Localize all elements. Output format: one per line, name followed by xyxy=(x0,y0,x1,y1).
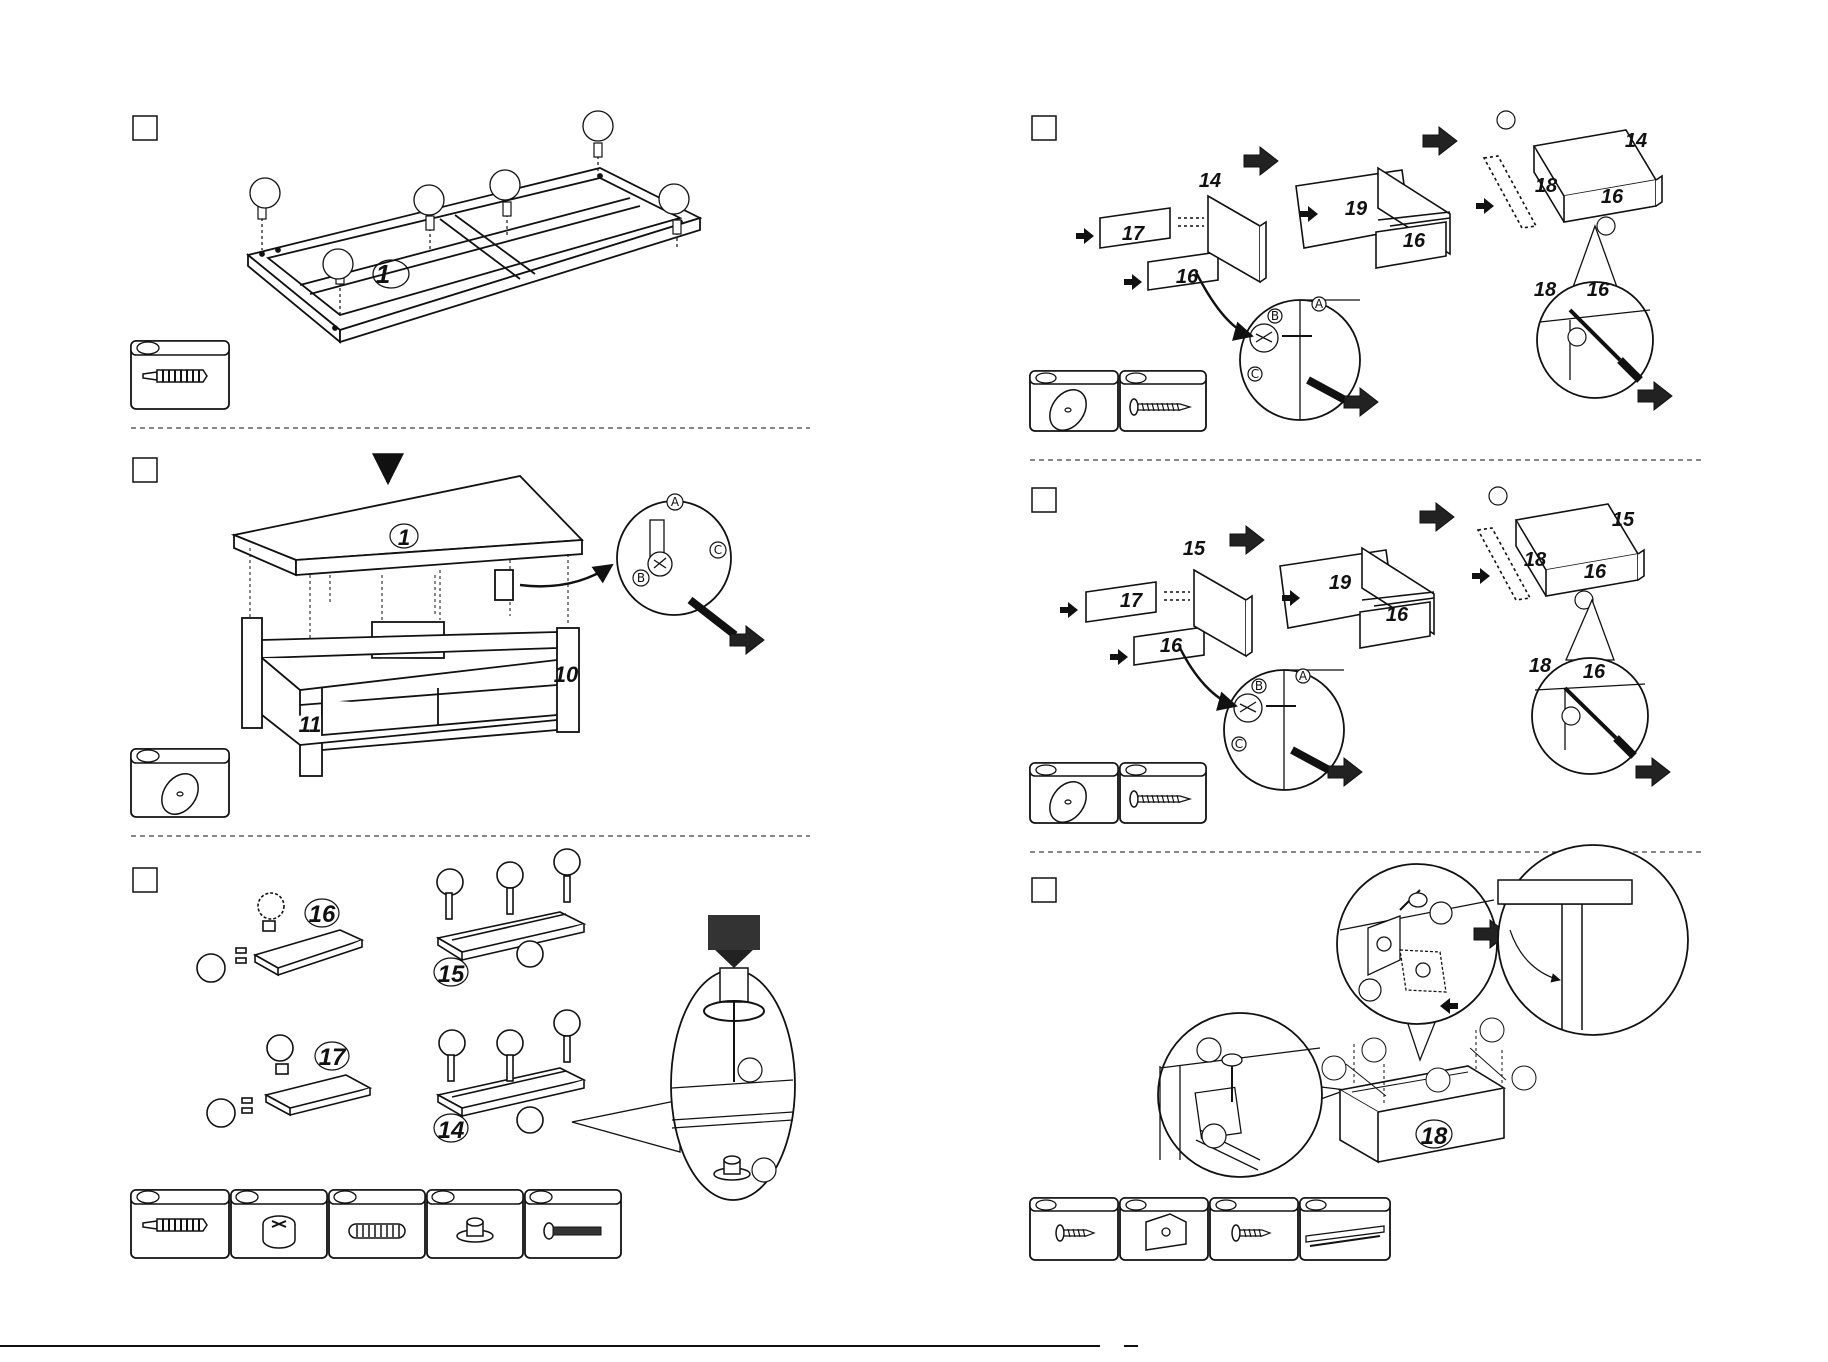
svg-text:16: 16 xyxy=(1587,279,1610,301)
push-arrow-icon xyxy=(1472,568,1490,584)
svg-text:14: 14 xyxy=(1625,130,1647,152)
svg-text:18: 18 xyxy=(1529,655,1552,677)
next-arrow-icon xyxy=(1423,127,1457,155)
push-arrow-icon xyxy=(1110,649,1128,665)
step-4-hardware-row xyxy=(1030,371,1206,437)
step-4-middle-assembly xyxy=(1296,168,1450,268)
svg-text:16: 16 xyxy=(1176,266,1199,288)
step-5-detail-cam: B A C xyxy=(1180,648,1362,790)
svg-text:16: 16 xyxy=(1601,186,1624,208)
svg-text:B: B xyxy=(637,571,645,585)
next-arrow-icon xyxy=(1244,147,1278,175)
push-arrow-icon xyxy=(1076,228,1094,244)
svg-text:19: 19 xyxy=(1345,198,1368,220)
step-5: 17 16 15 19 16 15 18 16 xyxy=(1030,487,1670,829)
step-2-top-label: 1 xyxy=(398,525,410,550)
step-6-hardware-row xyxy=(1030,1198,1390,1260)
step-3-hardware-row xyxy=(131,1190,621,1258)
step-6-detail-corner xyxy=(1498,845,1688,1035)
step-6-detail-rail xyxy=(1158,1013,1346,1177)
step-1: 1 xyxy=(131,111,700,409)
push-arrow-icon xyxy=(1476,198,1494,214)
step-3-panel-17 xyxy=(207,1035,370,1127)
corner-bracket-icon xyxy=(1146,1214,1186,1250)
step-3-panel-14 xyxy=(438,1010,584,1133)
step-2-detail-circle: A B C xyxy=(617,494,764,654)
next-arrow-icon xyxy=(1230,526,1264,554)
step-2-hardware-box xyxy=(131,749,229,821)
next-arrow-icon xyxy=(1420,503,1454,531)
svg-text:19: 19 xyxy=(1329,572,1352,594)
step-5-hardware-row xyxy=(1030,763,1206,829)
push-arrow-icon xyxy=(1124,274,1142,290)
step-4: 17 16 14 19 16 14 18 16 xyxy=(1030,111,1672,437)
step-4-detail-screw: 18 16 xyxy=(1534,226,1672,410)
step-4-detail-cam: B A C xyxy=(1196,272,1378,420)
svg-text:A: A xyxy=(671,495,680,509)
curved-arrow-icon xyxy=(520,565,612,586)
step-1-hardware-box xyxy=(131,341,229,409)
svg-text:14: 14 xyxy=(1199,170,1221,192)
cam-lock-icon xyxy=(263,1216,295,1248)
step-5-middle-assembly xyxy=(1280,548,1434,648)
push-arrow-icon xyxy=(1638,382,1672,410)
step-4-number-box xyxy=(1032,116,1056,140)
step-5-detail-screw: 18 16 xyxy=(1529,600,1670,786)
wood-dowel-icon xyxy=(349,1224,405,1238)
svg-text:17: 17 xyxy=(1120,590,1143,612)
svg-text:16: 16 xyxy=(1386,604,1409,626)
svg-text:C: C xyxy=(714,543,722,557)
svg-text:18: 18 xyxy=(1535,175,1558,197)
step-1-number-box xyxy=(133,116,157,140)
step-5-number-box xyxy=(1032,488,1056,512)
step-6-detail-bracket xyxy=(1337,864,1497,1060)
svg-text:C: C xyxy=(1251,367,1259,381)
right-page: 17 16 14 19 16 14 18 16 xyxy=(1030,111,1705,1260)
svg-text:18: 18 xyxy=(1534,279,1557,301)
left-page: 1 1 xyxy=(131,111,810,1258)
svg-text:17: 17 xyxy=(1122,223,1145,245)
svg-text:16: 16 xyxy=(1583,661,1606,683)
svg-text:15: 15 xyxy=(1183,538,1206,560)
step-3: 16 15 xyxy=(131,849,795,1258)
svg-text:16: 16 xyxy=(1584,561,1607,583)
svg-text:16: 16 xyxy=(1403,230,1426,252)
svg-text:15: 15 xyxy=(1612,509,1635,531)
step-1-frame-label: 1 xyxy=(376,259,390,289)
svg-text:A: A xyxy=(1315,297,1324,311)
step-2-label-right: 10 xyxy=(554,662,579,687)
svg-text:B: B xyxy=(1255,679,1263,693)
push-arrow-icon xyxy=(1060,602,1078,618)
svg-text:18: 18 xyxy=(1524,549,1547,571)
svg-text:C: C xyxy=(1235,737,1243,751)
step-2-number-box xyxy=(133,458,157,482)
svg-text:B: B xyxy=(1271,309,1279,323)
step-2-cabinet-body xyxy=(242,570,579,776)
step-1-frame-drawing xyxy=(248,168,700,342)
step-2: 1 11 10 xyxy=(131,458,764,821)
step-6: 18 xyxy=(1030,845,1688,1260)
step-3-number-box xyxy=(133,868,157,892)
step-3-panel-15 xyxy=(437,849,584,967)
push-arrow-icon xyxy=(1636,758,1670,786)
step-6-number-box xyxy=(1032,878,1056,902)
step-2-label-left: 11 xyxy=(299,712,322,737)
svg-text:A: A xyxy=(1299,669,1308,683)
step-3-detail-zoom xyxy=(572,915,795,1200)
svg-text:16: 16 xyxy=(1160,635,1183,657)
